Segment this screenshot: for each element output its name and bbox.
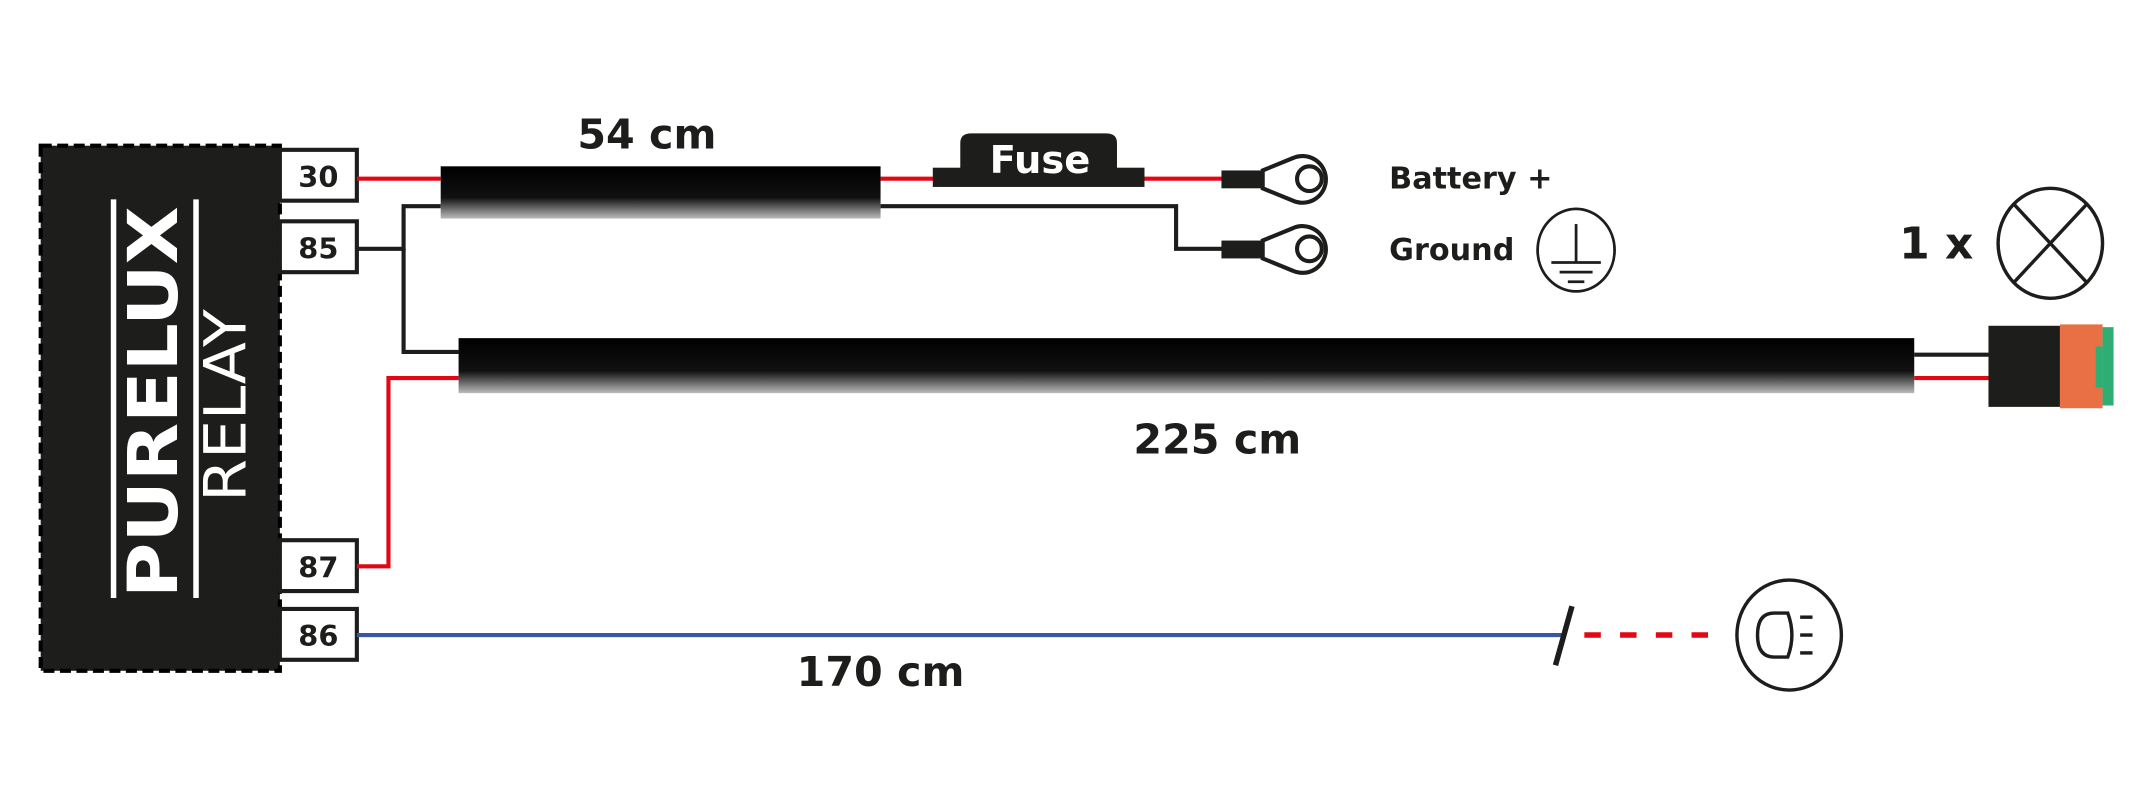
cable-short — [440, 166, 881, 219]
cable-signal-length: 170 cm — [797, 648, 965, 696]
relay-box: PURELUX RELAY — [38, 143, 282, 673]
relay-label: RELAY — [192, 309, 260, 502]
cable-long-length: 225 cm — [1133, 416, 1301, 464]
ground-label: Ground — [1389, 233, 1514, 268]
wire-85-black — [356, 204, 441, 251]
cable-short-length: 54 cm — [577, 110, 716, 158]
terminal-label: 86 — [298, 619, 338, 653]
ring-terminal-icon — [1221, 224, 1328, 275]
wires — [356, 176, 1989, 667]
cable-long — [458, 338, 1915, 394]
fuse-label: Fuse — [990, 138, 1091, 183]
connector-icon — [1988, 324, 2114, 409]
headlight-icon — [1735, 578, 1844, 692]
wire-85-branch — [401, 248, 459, 354]
wire-break-mark — [1552, 605, 1575, 667]
battery-label: Battery + — [1389, 161, 1552, 196]
terminal-86: 86 — [277, 606, 359, 662]
ring-terminal-icon — [1221, 154, 1328, 205]
wire-ground-black — [880, 204, 1225, 251]
terminal-label: 85 — [298, 231, 338, 265]
ground-icon — [1536, 207, 1616, 293]
lamp-count-label: 1 x — [1899, 218, 1973, 269]
terminal-87: 87 — [277, 538, 359, 594]
relay-brand: PURELUX — [114, 206, 194, 598]
fuse: Fuse — [932, 133, 1145, 187]
terminal-label: 30 — [298, 160, 338, 194]
wire-87-red — [356, 375, 459, 569]
lamp-icon — [1996, 186, 2105, 300]
terminal-30: 30 — [277, 147, 359, 203]
terminal-85: 85 — [277, 219, 359, 275]
terminal-label: 87 — [298, 550, 338, 584]
